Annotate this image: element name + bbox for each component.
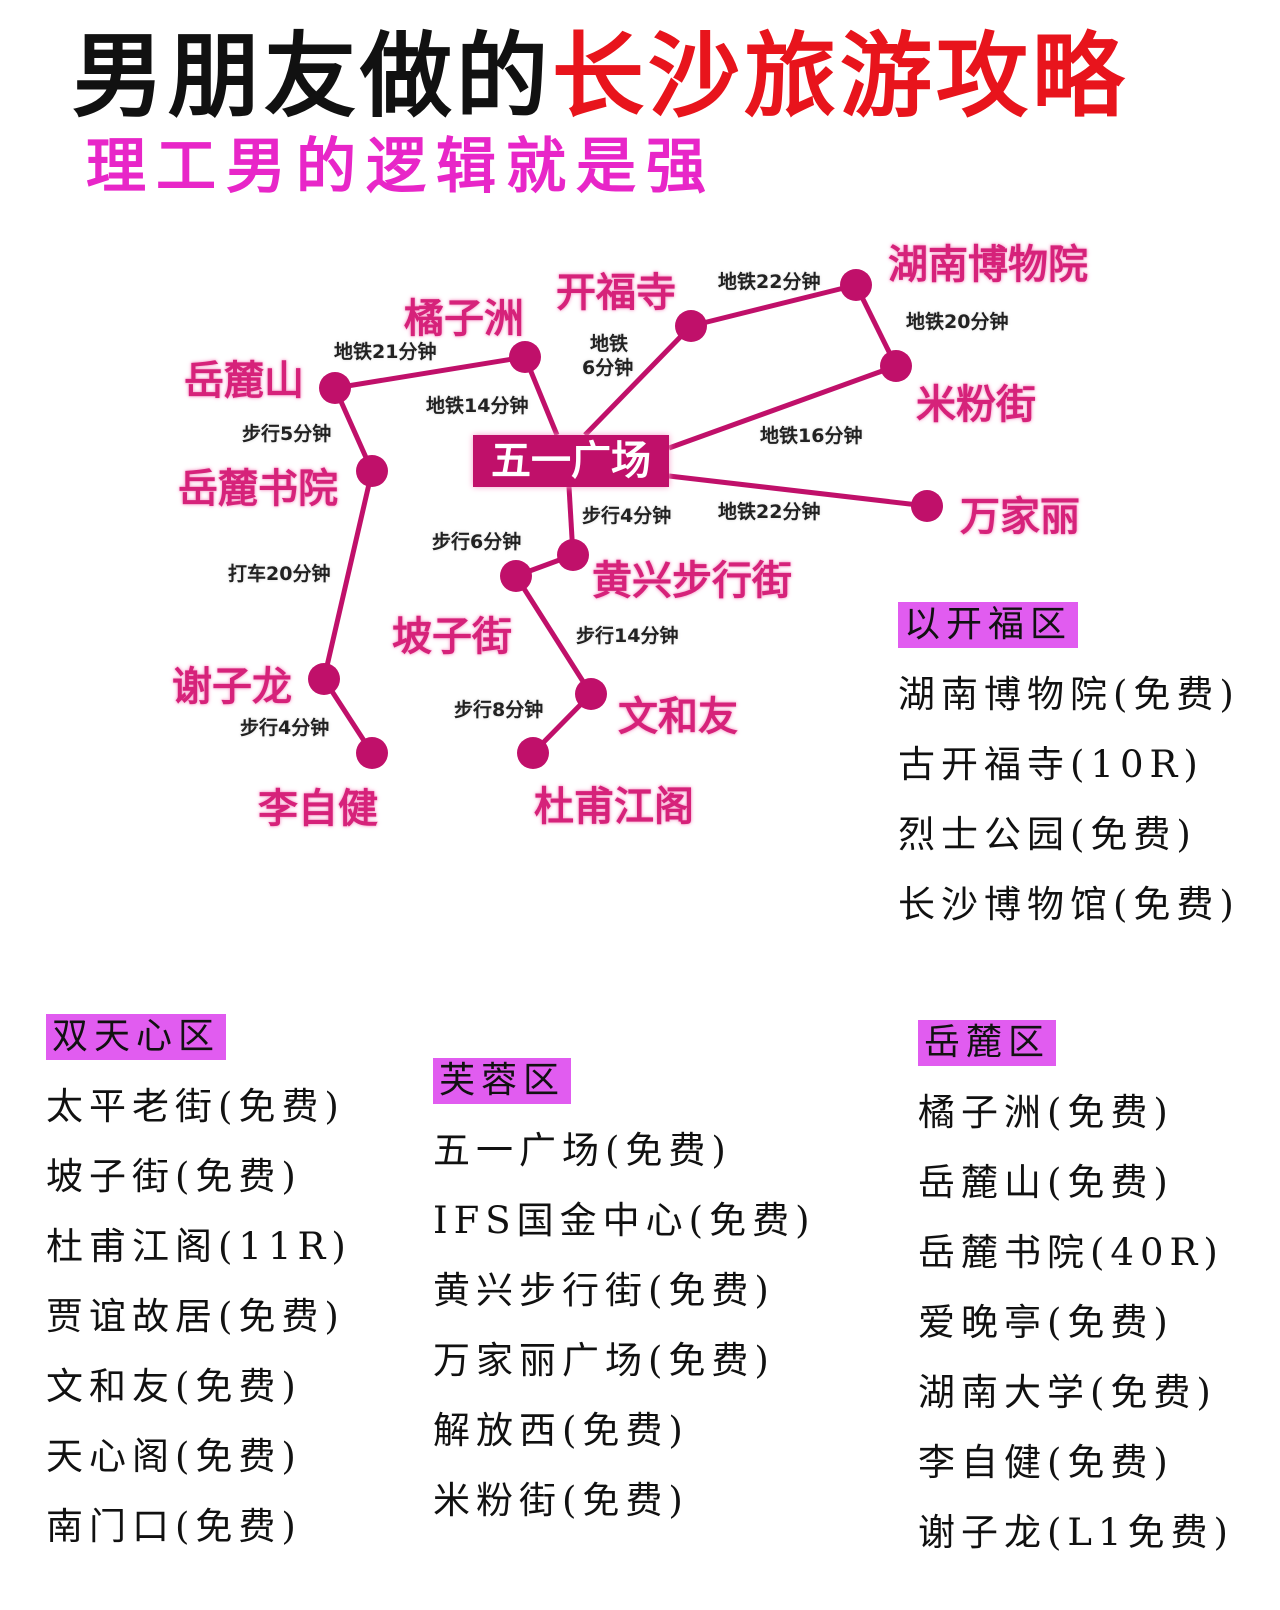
route-line bbox=[668, 473, 928, 509]
page-title: 男朋友做的长沙旅游攻略 bbox=[72, 2, 1128, 135]
node-label: 黄兴步行街 bbox=[592, 558, 792, 604]
district-header: 芙蓉区 bbox=[433, 1058, 572, 1104]
node-label: 开福寺 bbox=[556, 270, 676, 316]
list-item: IFS国金中心(免费) bbox=[433, 1199, 816, 1242]
station-dot bbox=[880, 350, 912, 382]
edge-label: 地铁22分钟 bbox=[718, 271, 821, 293]
list-item: 南门口(免费) bbox=[46, 1505, 302, 1548]
edge-label: 步行8分钟 bbox=[454, 699, 544, 721]
list-item: 谢子龙(L1免费) bbox=[918, 1511, 1234, 1554]
station-dot bbox=[509, 341, 541, 373]
district-furong: 芙蓉区 五一广场(免费) IFS国金中心(免费) 黄兴步行街(免费) 万家丽广场… bbox=[433, 1058, 816, 1536]
node-label: 坡子街 bbox=[392, 614, 512, 660]
edge-label: 步行6分钟 bbox=[432, 531, 522, 553]
edge-label: 步行4分钟 bbox=[240, 717, 330, 739]
station-dot bbox=[319, 372, 351, 404]
edge-label: 地铁20分钟 bbox=[906, 311, 1009, 333]
list-item: 太平老街(免费) bbox=[46, 1085, 345, 1128]
edge-label: 6分钟 bbox=[582, 357, 634, 379]
edge-label: 打车20分钟 bbox=[228, 563, 331, 585]
district-header: 双天心区 bbox=[46, 1014, 227, 1060]
district-header: 岳麓区 bbox=[918, 1020, 1057, 1066]
route-line bbox=[321, 470, 375, 680]
list-item: 岳麓书院(40R) bbox=[918, 1231, 1224, 1274]
list-item: 李自健(免费) bbox=[918, 1441, 1174, 1484]
node-label: 橘子洲 bbox=[404, 296, 524, 342]
title-part2: 长沙旅游攻略 bbox=[552, 22, 1129, 130]
subtitle: 理工男的逻辑就是强 bbox=[86, 132, 716, 202]
edge-label: 步行4分钟 bbox=[582, 505, 672, 527]
node-label: 杜甫江阁 bbox=[534, 784, 694, 830]
node-label: 谢子龙 bbox=[172, 664, 292, 710]
station-dot bbox=[840, 269, 872, 301]
list-item: 古开福寺(10R) bbox=[898, 743, 1204, 786]
edge-label: 地铁14分钟 bbox=[426, 395, 529, 417]
list-item: 贾谊故居(免费) bbox=[46, 1295, 345, 1338]
list-item: 米粉街(免费) bbox=[433, 1479, 689, 1522]
station-dot bbox=[356, 455, 388, 487]
station-dot bbox=[517, 737, 549, 769]
node-label: 湖南博物院 bbox=[888, 242, 1088, 288]
list-item: 烈士公园(免费) bbox=[898, 813, 1197, 856]
list-item: 长沙博物馆(免费) bbox=[898, 883, 1240, 926]
edge-label: 步行14分钟 bbox=[576, 625, 679, 647]
node-label: 岳麓山 bbox=[184, 358, 304, 404]
district-header: 以开福区 bbox=[898, 602, 1079, 648]
station-dot bbox=[308, 663, 340, 695]
route-line bbox=[583, 324, 693, 437]
hub-wuyi-square: 五一广场 bbox=[473, 435, 669, 487]
route-line bbox=[513, 574, 594, 696]
list-item: 湖南博物院(免费) bbox=[898, 673, 1240, 716]
node-label: 文和友 bbox=[618, 694, 738, 740]
node-label: 万家丽 bbox=[960, 494, 1080, 540]
list-item: 湖南大学(免费) bbox=[918, 1371, 1217, 1414]
list-item: 解放西(免费) bbox=[433, 1409, 689, 1452]
district-tianxin: 双天心区 太平老街(免费) 坡子街(免费) 杜甫江阁(11R) 贾谊故居(免费)… bbox=[46, 1014, 352, 1562]
edge-label: 步行5分钟 bbox=[242, 423, 332, 445]
list-item: 文和友(免费) bbox=[46, 1365, 302, 1408]
list-item: 五一广场(免费) bbox=[433, 1129, 732, 1172]
list-item: 万家丽广场(免费) bbox=[433, 1339, 775, 1382]
list-item: 橘子洲(免费) bbox=[918, 1091, 1174, 1134]
district-kaifu: 以开福区 湖南博物院(免费) 古开福寺(10R) 烈士公园(免费) 长沙博物馆(… bbox=[898, 602, 1240, 940]
list-item: 爱晚亭(免费) bbox=[918, 1301, 1174, 1344]
node-label: 岳麓书院 bbox=[178, 466, 338, 512]
title-part1: 男朋友做的 bbox=[72, 22, 553, 130]
list-item: 坡子街(免费) bbox=[46, 1155, 302, 1198]
route-line bbox=[690, 282, 857, 329]
edge-label: 地铁 bbox=[590, 333, 629, 355]
station-dot bbox=[356, 737, 388, 769]
list-item: 岳麓山(免费) bbox=[918, 1161, 1174, 1204]
station-dot bbox=[911, 490, 943, 522]
node-label: 李自健 bbox=[258, 786, 378, 832]
station-dot bbox=[575, 678, 607, 710]
edge-label: 地铁21分钟 bbox=[334, 341, 437, 363]
edge-label: 地铁16分钟 bbox=[760, 425, 863, 447]
list-item: 杜甫江阁(11R) bbox=[46, 1225, 352, 1268]
edge-label: 地铁22分钟 bbox=[718, 501, 821, 523]
route-line bbox=[334, 354, 526, 391]
station-dot bbox=[557, 539, 589, 571]
station-dot bbox=[675, 310, 707, 342]
node-label: 米粉街 bbox=[916, 382, 1036, 428]
station-dot bbox=[500, 560, 532, 592]
route-line bbox=[668, 363, 897, 451]
list-item: 天心阁(免费) bbox=[46, 1435, 302, 1478]
list-item: 黄兴步行街(免费) bbox=[433, 1269, 775, 1312]
district-yuelu: 岳麓区 橘子洲(免费) 岳麓山(免费) 岳麓书院(40R) 爱晚亭(免费) 湖南… bbox=[918, 1020, 1234, 1568]
